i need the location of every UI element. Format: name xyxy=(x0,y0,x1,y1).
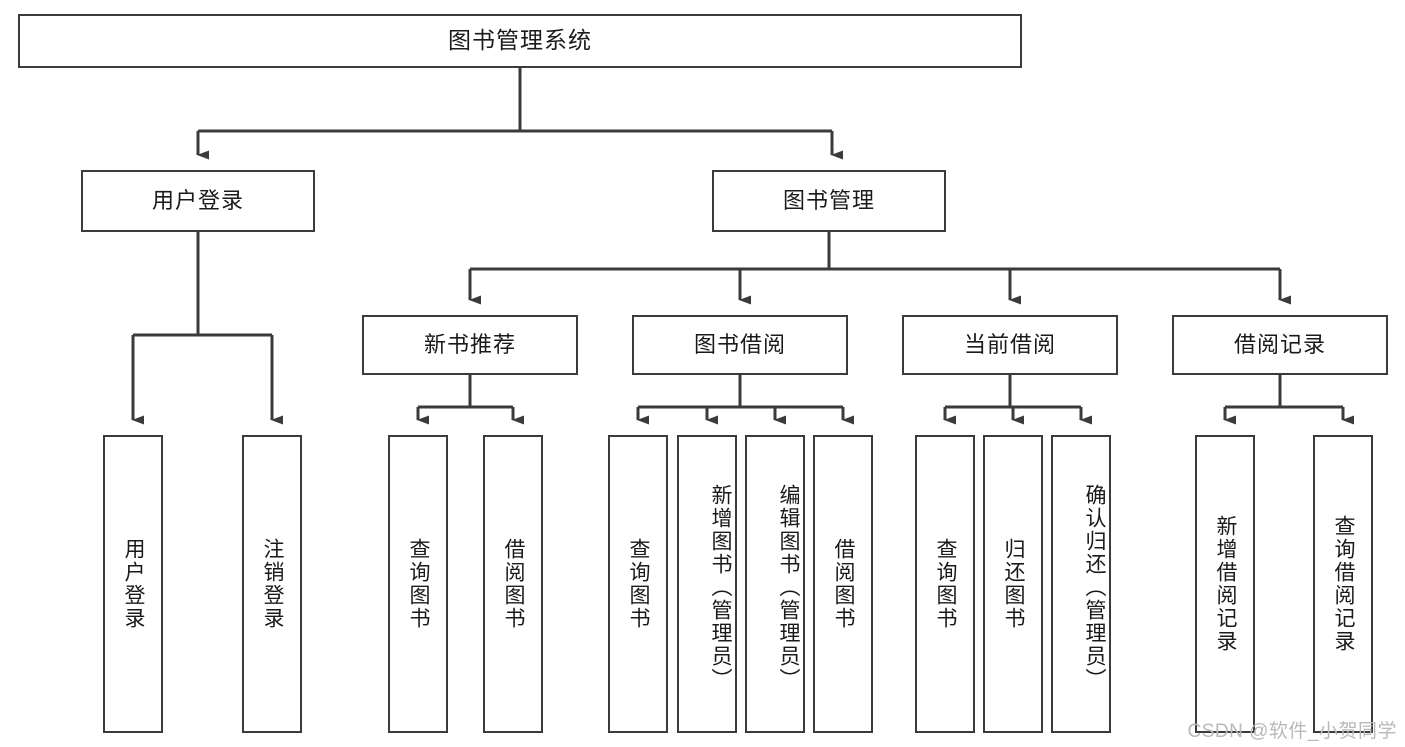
csdn-watermark: CSDN @软件_小贺同学 xyxy=(1187,721,1397,742)
node-borrow-record[interactable]: 借阅记录 xyxy=(1172,315,1388,375)
node-leaf-return-book[interactable]: 归还图书 xyxy=(983,435,1043,733)
node-leaf-edit-book[interactable]: 编辑图书（管理员） xyxy=(745,435,805,733)
node-book-management[interactable]: 图书管理 xyxy=(712,170,946,232)
node-user-login[interactable]: 用户登录 xyxy=(81,170,315,232)
node-leaf-query-book-2[interactable]: 查询图书 xyxy=(608,435,668,733)
node-leaf-user-login[interactable]: 用户登录 xyxy=(103,435,163,733)
node-leaf-user-logout[interactable]: 注销登录 xyxy=(242,435,302,733)
node-leaf-confirm-return[interactable]: 确认归还（管理员） xyxy=(1051,435,1111,733)
node-leaf-borrow-book-2[interactable]: 借阅图书 xyxy=(813,435,873,733)
node-leaf-query-book-3[interactable]: 查询图书 xyxy=(915,435,975,733)
node-leaf-query-book-1[interactable]: 查询图书 xyxy=(388,435,448,733)
node-leaf-add-book[interactable]: 新增图书（管理员） xyxy=(677,435,737,733)
node-leaf-add-borrow-record[interactable]: 新增借阅记录 xyxy=(1195,435,1255,733)
node-leaf-query-borrow-record[interactable]: 查询借阅记录 xyxy=(1313,435,1373,733)
node-leaf-borrow-book-1[interactable]: 借阅图书 xyxy=(483,435,543,733)
node-new-book-recommend[interactable]: 新书推荐 xyxy=(362,315,578,375)
node-root-system[interactable]: 图书管理系统 xyxy=(18,14,1022,68)
node-book-borrow[interactable]: 图书借阅 xyxy=(632,315,848,375)
node-current-borrow[interactable]: 当前借阅 xyxy=(902,315,1118,375)
